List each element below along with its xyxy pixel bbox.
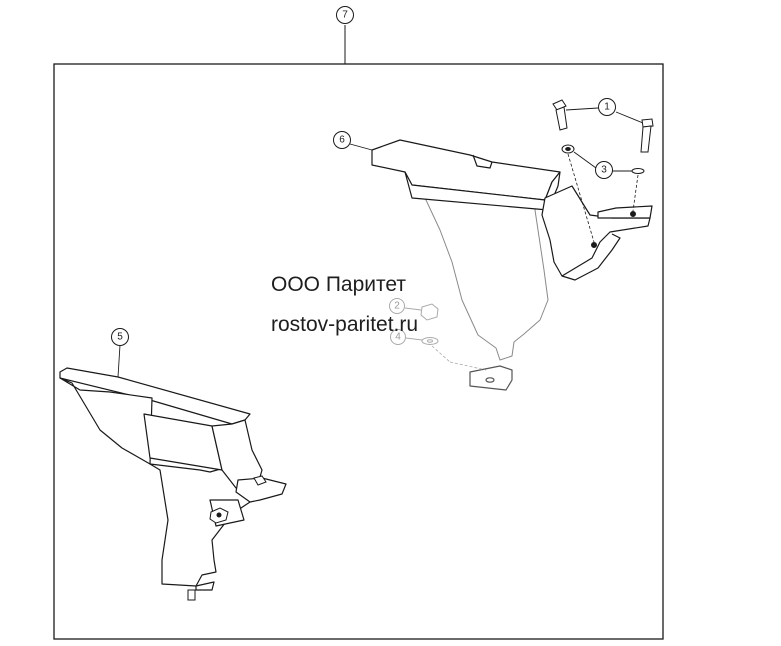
bolt-part-1-b xyxy=(640,118,654,153)
bracket-part-6 xyxy=(371,139,653,391)
bolt-bottom-part-5 xyxy=(187,589,196,601)
callout-5-marker: 5 xyxy=(111,328,129,378)
callout-7-marker: 7 xyxy=(336,6,354,24)
bracket-part-5 xyxy=(59,367,287,591)
washer-part-3-a xyxy=(561,144,575,154)
callout-1-marker: 1 xyxy=(565,98,644,124)
assembly-frame xyxy=(53,63,664,640)
fastener-centerlines xyxy=(567,153,639,243)
callout-5-label: 5 xyxy=(117,332,123,343)
callout-4-marker: 4 xyxy=(390,329,423,345)
callout-2-label: 2 xyxy=(394,301,400,312)
callout-3-marker: 3 xyxy=(573,151,632,179)
faint-nut-part-2 xyxy=(420,303,439,321)
bolt-part-1-a xyxy=(552,99,568,131)
callout-3-label: 3 xyxy=(601,165,607,176)
nut-part-5 xyxy=(209,475,267,524)
watermark-company: ООО Паритет xyxy=(271,273,407,296)
watermark-url: rostov-paritet.ru xyxy=(271,313,419,336)
faint-washer-part-4 xyxy=(421,337,439,345)
callout-4-label: 4 xyxy=(395,332,401,343)
callout-1-label: 1 xyxy=(604,102,610,113)
callout-7-label: 7 xyxy=(342,10,348,21)
washer-part-3-b xyxy=(631,168,645,174)
callout-6-marker: 6 xyxy=(333,131,373,151)
faint-centerline xyxy=(431,345,487,371)
callout-2-marker: 2 xyxy=(389,298,422,314)
callout-6-label: 6 xyxy=(339,135,345,146)
